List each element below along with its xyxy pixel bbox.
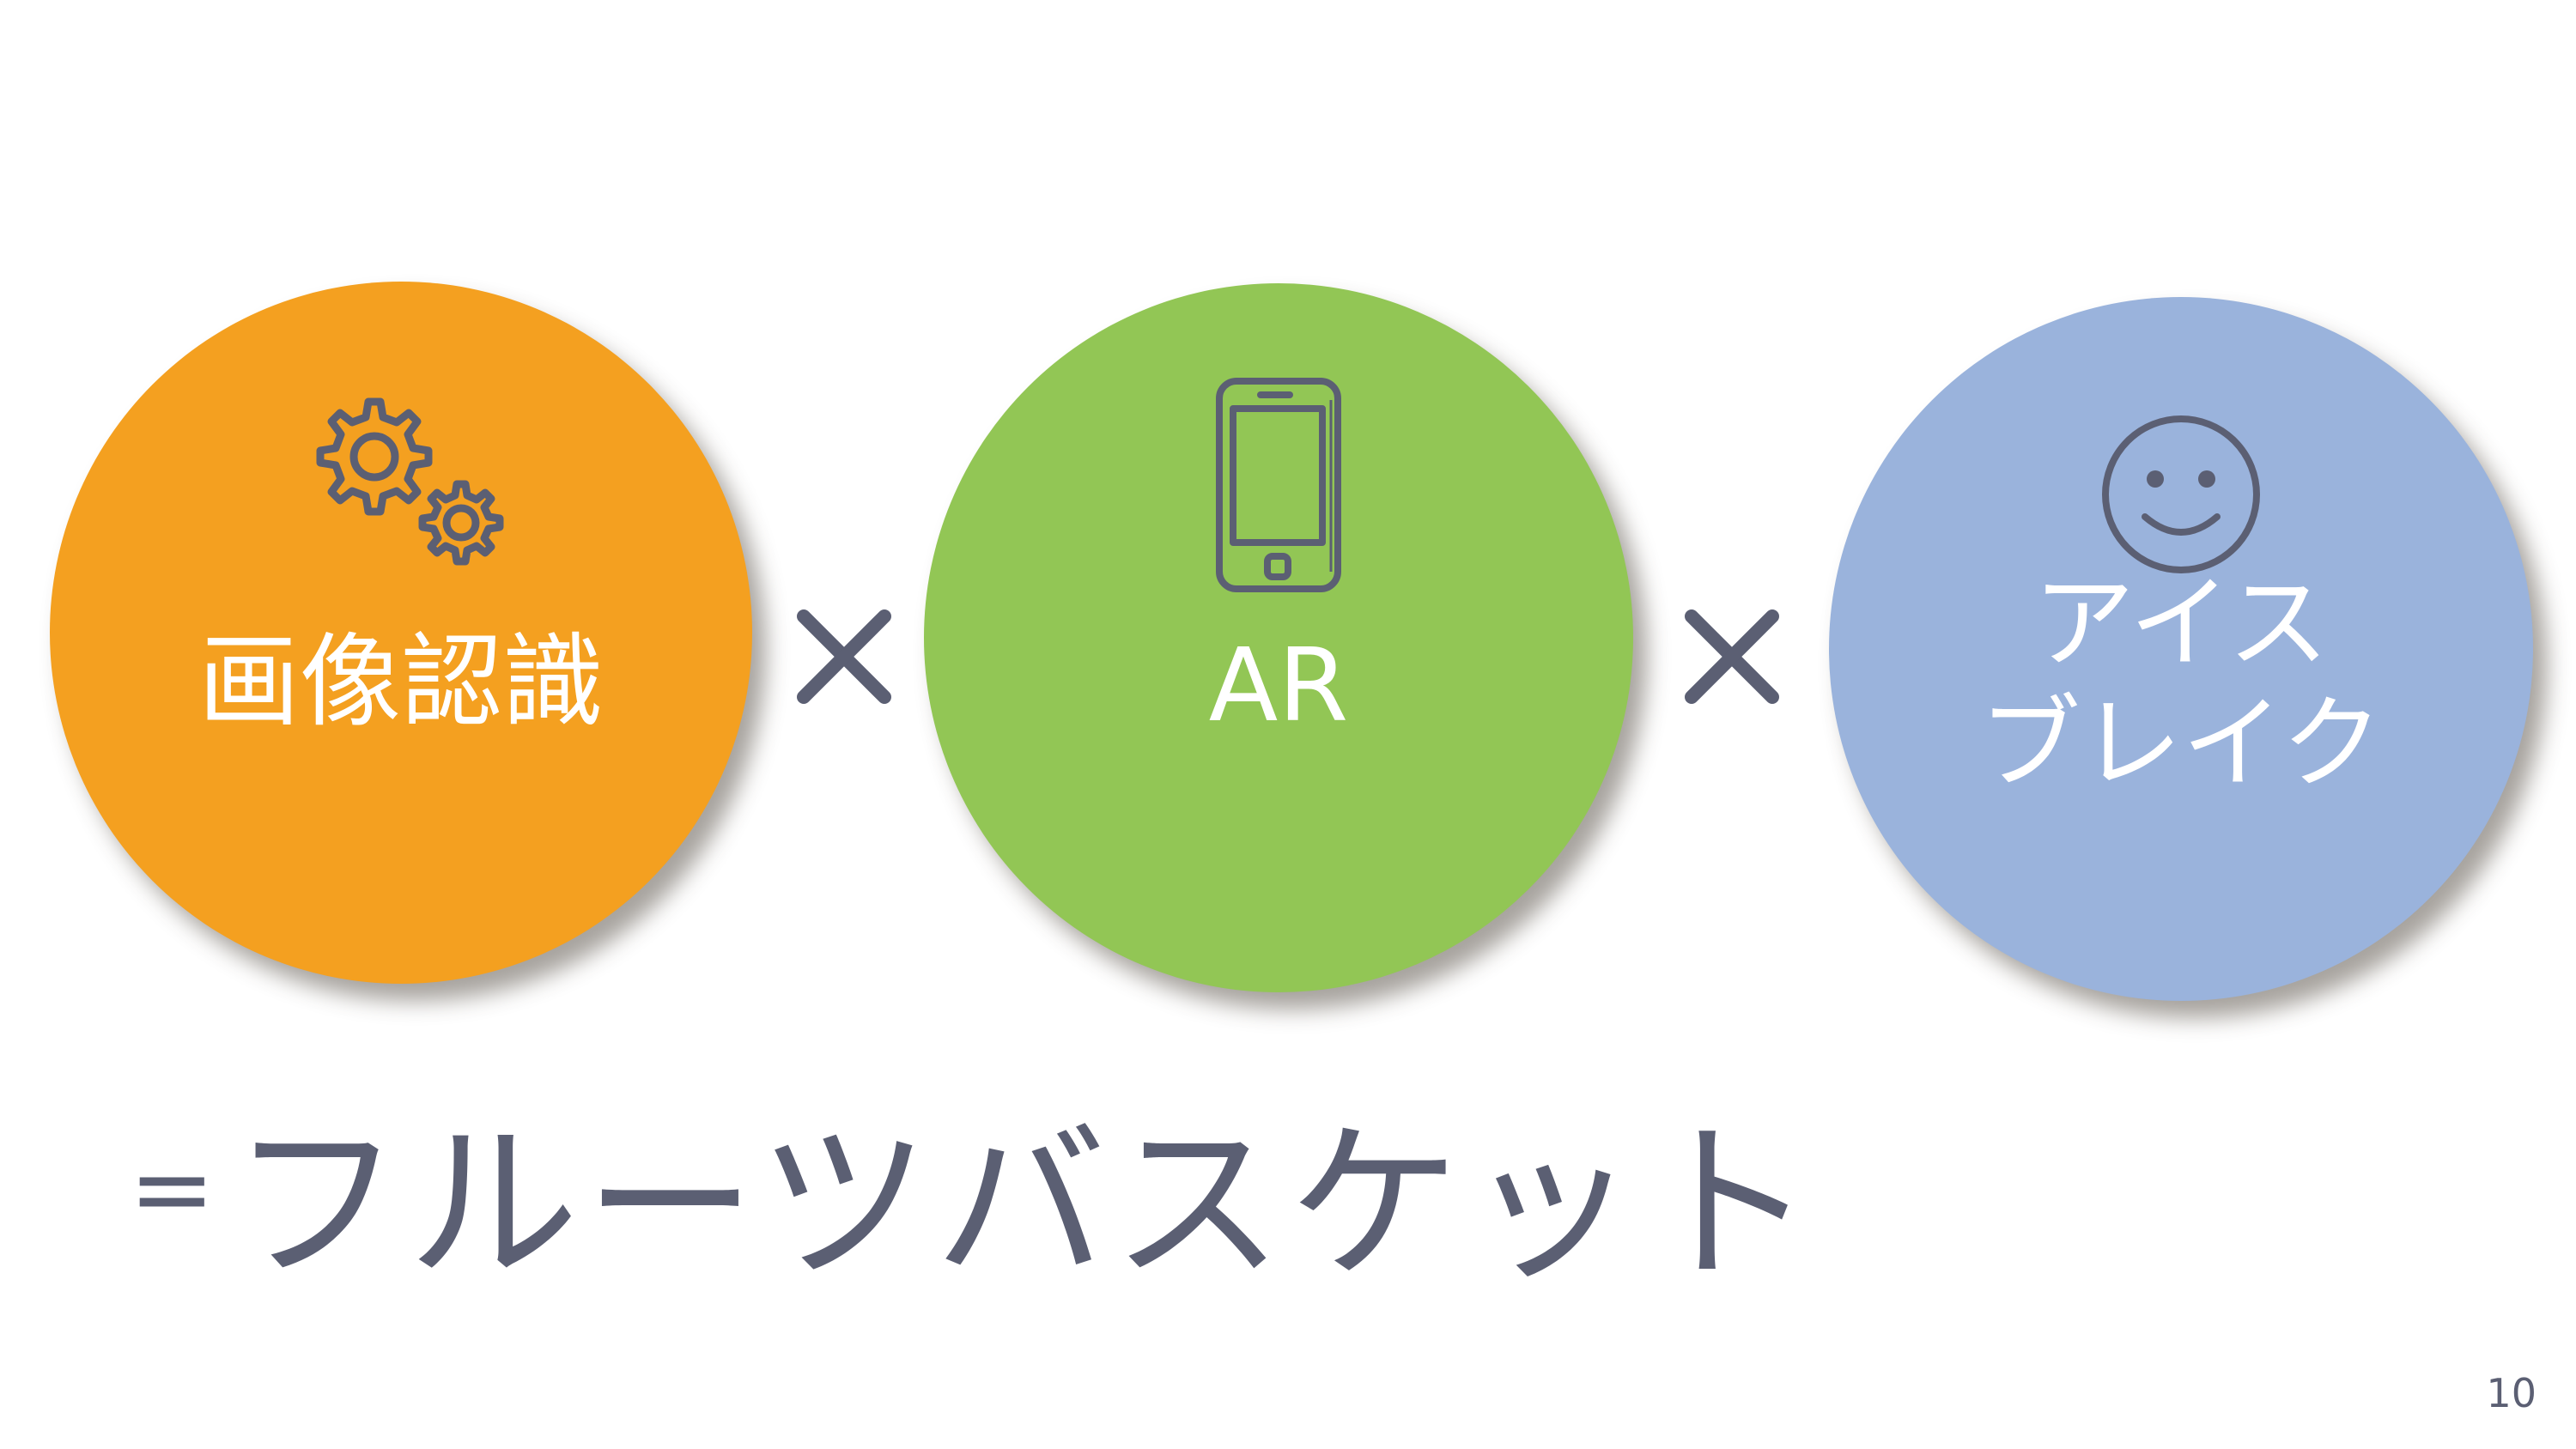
ar-label: AR — [1208, 626, 1349, 744]
multiply-icon-1 — [797, 609, 891, 704]
ice-break-label-line2: ブレイク — [1979, 684, 2383, 803]
image-recognition-label: 画像認識 — [197, 622, 604, 741]
fruit-basket-text: フルーツバスケット — [230, 1105, 1820, 1305]
result-text: =フルーツバスケット — [129, 1064, 1820, 1313]
gears-icon — [316, 397, 504, 566]
ice-break-label-line1: アイス — [2032, 564, 2330, 682]
page-number: 10 — [2486, 1370, 2537, 1416]
image-recognition-circle: 画像認識 — [50, 282, 752, 984]
ice-break-circle: アイス ブレイク — [1829, 297, 2533, 1001]
smartphone-icon — [1216, 378, 1341, 592]
ar-circle: AR — [924, 283, 1633, 992]
smiley-face-icon — [2102, 415, 2260, 573]
multiply-icon-2 — [1685, 609, 1779, 704]
equals-sign: = — [129, 1129, 216, 1249]
